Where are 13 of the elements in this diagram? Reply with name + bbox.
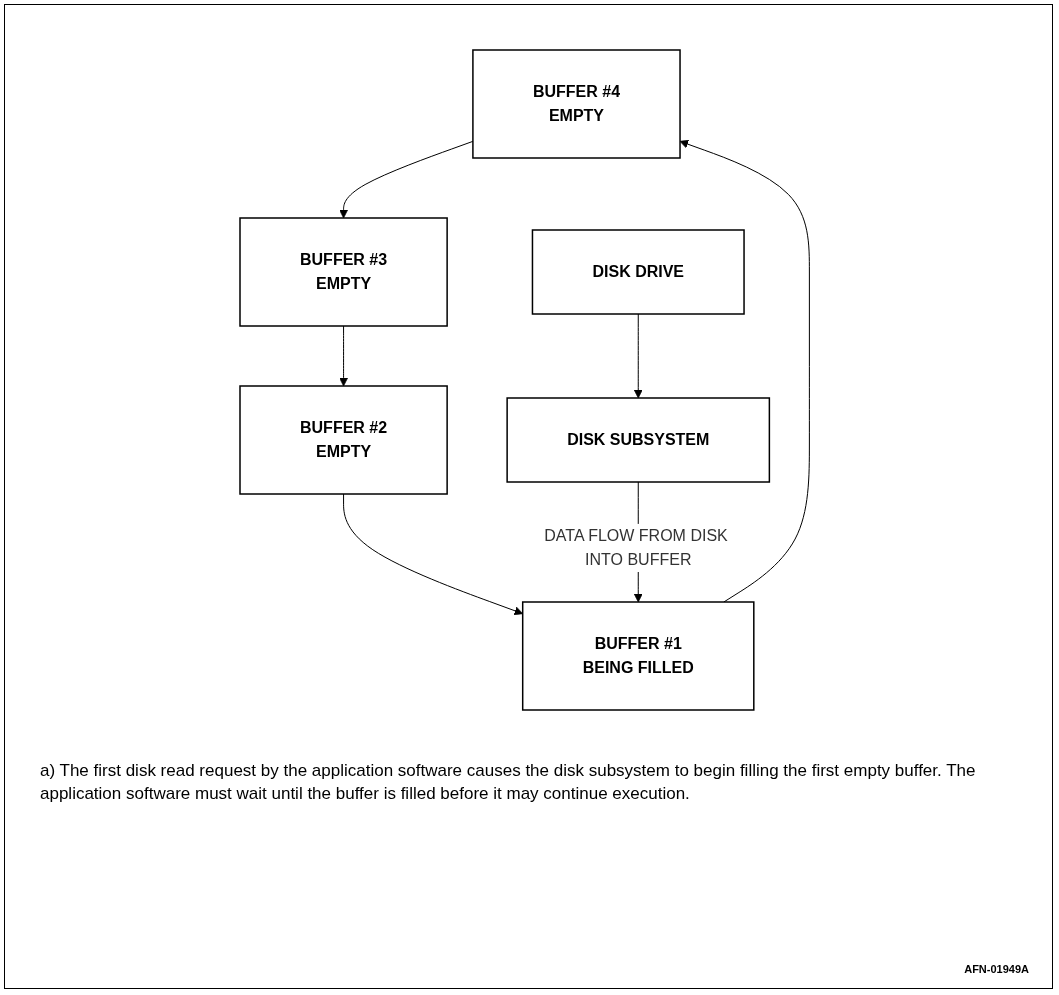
node-box: BUFFER #3 EMPTY <box>239 217 449 327</box>
edge-label: DATA FLOW FROM DISK INTO BUFFER <box>544 527 729 568</box>
arrow <box>343 493 524 616</box>
node-box: BUFFER #2 EMPTY <box>239 385 449 495</box>
node-box: DISK SUBSYSTEM <box>506 397 771 483</box>
node-box: BUFFER #1 BEING FILLED <box>522 601 755 711</box>
arrow <box>339 325 349 387</box>
node-box: BUFFER #4 EMPTY <box>472 49 682 159</box>
caption: a) The first disk read request by the application software causes the disk subsystem to begin filling the first empty buffer. The application software must wait until the buffer is filled before it may continue execution. <box>40 760 977 805</box>
figure-code: AFN-01949A <box>964 963 1029 975</box>
arrow <box>634 313 643 399</box>
arrow <box>339 140 474 219</box>
node-box: DISK DRIVE <box>532 229 746 315</box>
